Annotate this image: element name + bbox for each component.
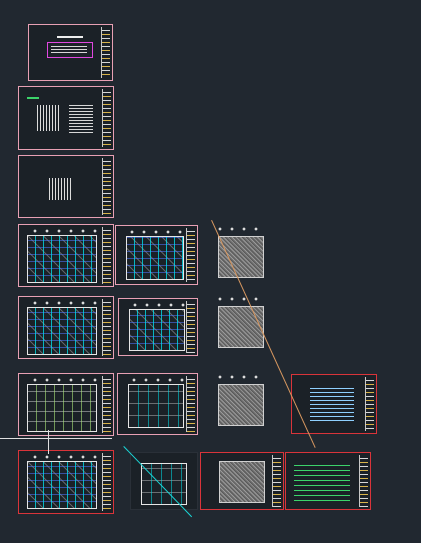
- sheet-plan-2b[interactable]: [118, 298, 198, 356]
- grid-bubbles: [129, 302, 185, 308]
- floor-plan: [27, 307, 97, 355]
- sheet-plan-2a[interactable]: [18, 296, 114, 359]
- sheet-plan-4b[interactable]: [130, 452, 198, 510]
- grid-bubbles: [214, 374, 266, 380]
- sheet-plan-1b[interactable]: [115, 225, 198, 285]
- grid-bubbles: [29, 454, 99, 460]
- title-block: [101, 27, 110, 78]
- sheet-cover[interactable]: [28, 24, 113, 81]
- detail-drawing: [49, 178, 73, 200]
- sheet-plan-3b[interactable]: [117, 373, 198, 435]
- title-block: [272, 455, 281, 507]
- sheet-plan-4c[interactable]: [200, 452, 284, 510]
- floor-plan: [27, 461, 97, 509]
- cover-frame: [47, 42, 93, 58]
- grid-bubbles: [214, 296, 266, 302]
- grid-bubbles: [128, 377, 184, 383]
- roof-plan-2c[interactable]: [218, 306, 264, 348]
- white-guide-vertical: [48, 430, 49, 454]
- detail-mark: [27, 97, 39, 99]
- floor-plan: [27, 384, 97, 432]
- title-block: [186, 228, 195, 282]
- notes-drawing: [310, 385, 354, 421]
- floor-plan: [27, 235, 97, 283]
- title-block: [102, 227, 111, 284]
- grid-bubbles: [126, 229, 184, 235]
- sheet-plan-1a[interactable]: [18, 224, 114, 287]
- title-block: [102, 299, 111, 356]
- sheet-detail-1[interactable]: [18, 86, 114, 150]
- white-guide-horizontal: [0, 438, 112, 439]
- title-block: [186, 301, 195, 353]
- sheet-detail-2[interactable]: [18, 155, 114, 218]
- detail-notes: [69, 103, 93, 133]
- sheet-notes-4[interactable]: [285, 452, 371, 510]
- floor-plan: [141, 463, 187, 505]
- sheet-plan-4a[interactable]: [18, 450, 114, 514]
- notes-drawing: [294, 461, 350, 501]
- floor-plan: [129, 309, 185, 351]
- cover-title: [57, 36, 83, 38]
- roof-plan: [219, 461, 265, 503]
- title-block: [102, 89, 111, 147]
- grid-bubbles: [29, 228, 99, 234]
- grid-bubbles: [29, 300, 99, 306]
- roof-plan-1c[interactable]: [218, 236, 264, 278]
- roof-plan-3c[interactable]: [218, 384, 264, 426]
- title-block: [359, 455, 368, 507]
- title-block: [102, 376, 111, 433]
- title-block: [102, 453, 111, 511]
- sheet-plan-3a[interactable]: [18, 373, 114, 436]
- floor-plan: [128, 384, 184, 428]
- grid-bubbles: [29, 377, 99, 383]
- title-block: [186, 376, 195, 432]
- title-block: [365, 377, 374, 431]
- detail-drawing: [37, 105, 59, 131]
- cover-text: [51, 45, 87, 53]
- grid-bubbles: [214, 226, 266, 232]
- title-block: [102, 158, 111, 215]
- floor-plan: [126, 236, 184, 280]
